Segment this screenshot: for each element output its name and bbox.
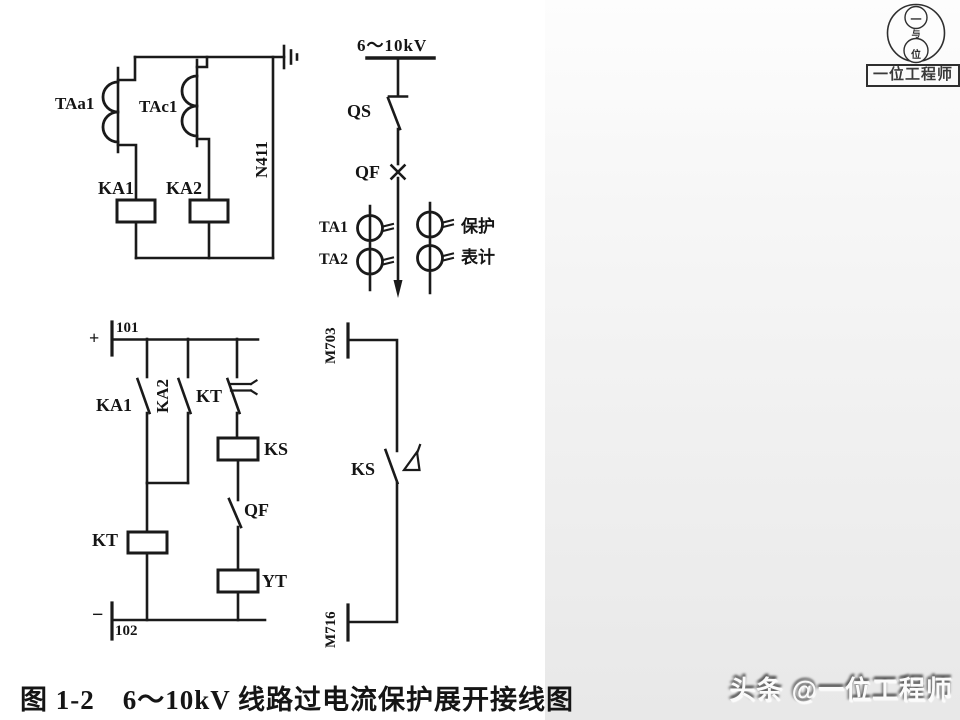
logo-banner: 一位工程师 (866, 64, 960, 87)
label-plus: + (89, 328, 100, 348)
label-yt-coil: YT (262, 571, 288, 591)
kt-delay-contact-symbol (225, 337, 259, 415)
label-voltage: 6～10kV (357, 36, 428, 55)
label-qf-contact: QF (244, 500, 269, 520)
ka1-contact-symbol (135, 337, 152, 485)
ct-tac1-symbol (180, 55, 211, 202)
label-kt-coil: KT (92, 530, 119, 550)
label-minus: − (92, 604, 104, 626)
qf-aux-contact-symbol (227, 497, 243, 529)
logo-char-mid: 与 (911, 29, 921, 39)
label-ta2: TA2 (319, 251, 349, 268)
label-qf: QF (355, 162, 380, 182)
watermark: 头条 @一位工程师 (729, 675, 953, 705)
label-wire-101: 101 (116, 320, 139, 336)
label-protection: 保护 (461, 217, 495, 236)
label-m703: M703 (323, 327, 339, 364)
ka1-relay-coil (115, 198, 157, 224)
ks-signal-relay-coil (216, 436, 260, 462)
ground-icon (282, 44, 299, 70)
label-ta1: TA1 (319, 219, 349, 236)
scan-gray-background (545, 0, 960, 720)
figure-caption: 图 1-2 6～10kV 线路过电流保护展开接线图 (20, 685, 575, 715)
label-n411: N411 (252, 141, 271, 178)
qs-disconnector-symbol (386, 95, 409, 131)
label-wire-102: 102 (115, 623, 138, 639)
ct-secondary-circuit (101, 44, 299, 260)
logo-char-bottom: 位 (911, 50, 921, 61)
label-m716: M716 (323, 611, 339, 648)
protection-metering-ct-symbols (416, 201, 455, 295)
ta1-ta2-ct-symbols (356, 204, 395, 292)
label-ka1-coil: KA1 (98, 178, 134, 198)
ct-taa1-symbol (101, 55, 138, 202)
single-line-diagram (356, 56, 455, 298)
label-ka1-contact: KA1 (96, 395, 132, 415)
label-ka2-contact: KA2 (153, 379, 172, 413)
label-taa1: TAa1 (55, 94, 95, 113)
control-circuit (110, 320, 267, 641)
kt-time-relay-coil (126, 530, 169, 555)
label-ks-contact: KS (351, 459, 376, 479)
qf-breaker-symbol (389, 163, 407, 181)
label-tac1: TAc1 (139, 97, 178, 116)
label-ka2-coil: KA2 (166, 178, 202, 198)
label-metering: 表计 (461, 248, 495, 267)
ka2-contact-symbol (176, 337, 193, 485)
signal-circuit (346, 322, 422, 642)
feeder-arrow-icon (393, 280, 403, 298)
logo-icon (886, 3, 946, 64)
yt-trip-coil (216, 568, 260, 594)
label-qs: QS (347, 101, 372, 121)
logo-char-top: 一 (910, 14, 922, 26)
label-kt-contact: KT (196, 386, 223, 406)
label-ks-coil: KS (264, 439, 289, 459)
ks-flag-contact-symbol (383, 443, 422, 485)
ka2-relay-coil (188, 198, 230, 224)
